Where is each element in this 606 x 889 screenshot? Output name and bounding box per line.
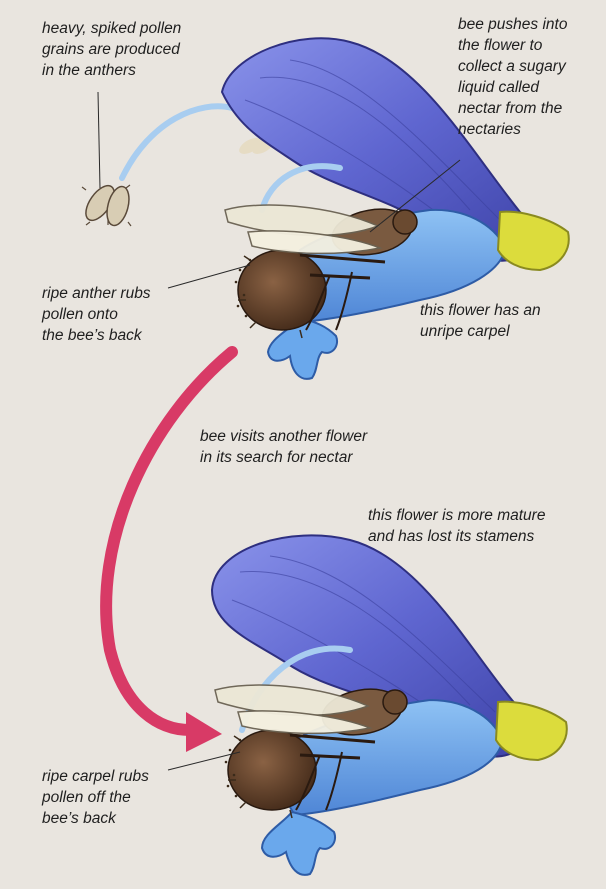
label-more-mature: this flower is more mature and has lost … (368, 505, 598, 547)
bee-travel-arrow (106, 352, 232, 752)
label-ripe-carpel: ripe carpel rubs pollen off the bee’s ba… (42, 766, 212, 829)
top-anthers (80, 181, 132, 228)
top-stamen-filament (122, 106, 232, 178)
bottom-nectary (496, 702, 567, 760)
label-pollen-grains: heavy, spiked pollen grains are produced… (42, 18, 242, 81)
label-bee-pushes: bee pushes into the flower to collect a … (458, 14, 606, 140)
leader-pollen (98, 92, 100, 188)
label-unripe-carpel: this flower has an unripe carpel (420, 300, 590, 342)
label-ripe-anther: ripe anther rubs pollen onto the bee’s b… (42, 283, 212, 346)
label-bee-visits: bee visits another flower in its search … (200, 426, 460, 468)
top-nectary (498, 212, 569, 270)
bottom-flower (212, 535, 567, 874)
bottom-lip-lobe (262, 812, 335, 875)
